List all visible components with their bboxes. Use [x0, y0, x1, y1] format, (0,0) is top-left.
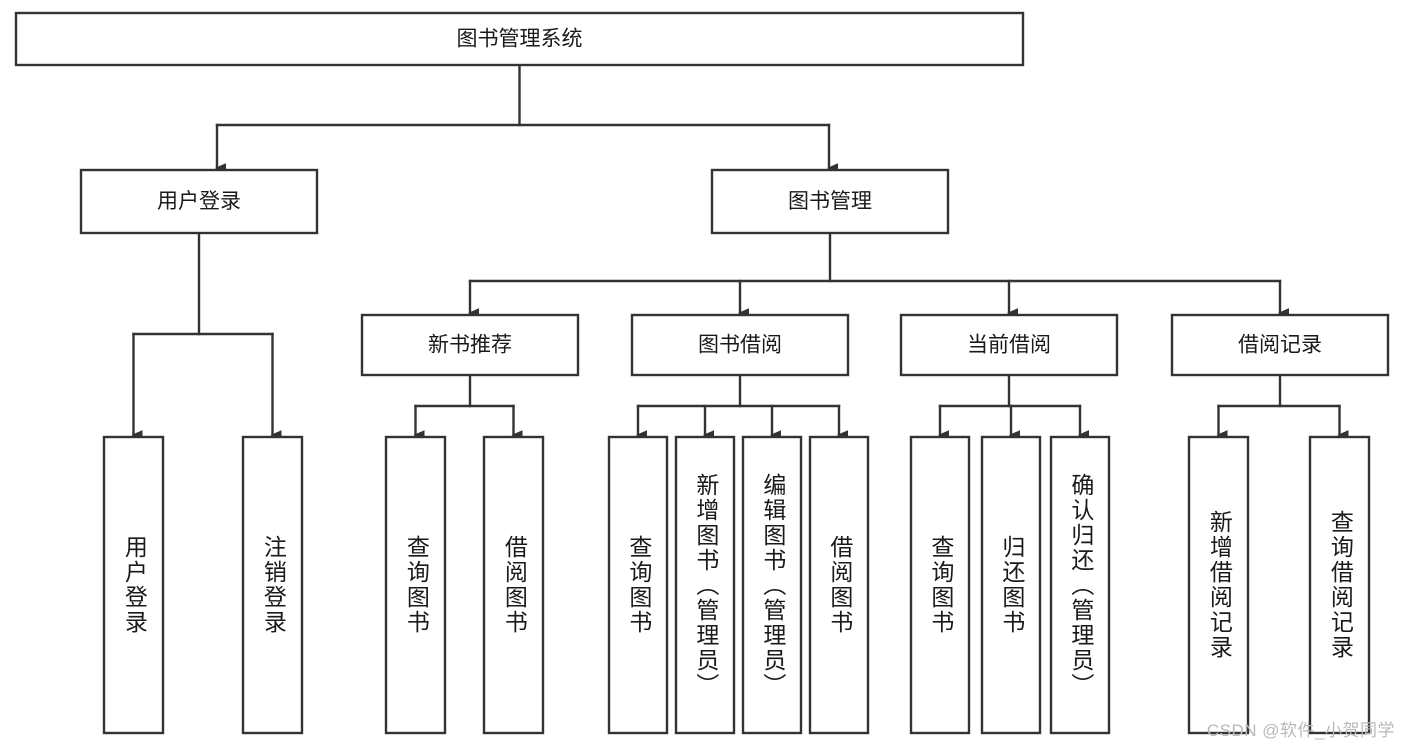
leaf-box-current_borrow-1[interactable]	[909, 435, 971, 735]
leaf-box-new_book_recommend-1[interactable]	[384, 435, 447, 735]
leaf-box-book_borrow-2[interactable]	[674, 435, 736, 735]
node-level2-label-1: 用户登录	[157, 190, 241, 213]
leaf-box-borrow_record-2[interactable]	[1308, 435, 1371, 735]
watermark: CSDN @软件_小贺同学	[1206, 721, 1395, 740]
leaf-box-book_borrow-1[interactable]	[607, 435, 669, 735]
node-level3-4[interactable]	[1170, 313, 1390, 377]
leaf-box-user_login-2[interactable]	[241, 435, 304, 735]
leaf-box-new_book_recommend-2[interactable]	[482, 435, 545, 735]
node-level3-label-1: 新书推荐	[428, 334, 512, 357]
leaf-box-borrow_record-1[interactable]	[1187, 435, 1250, 735]
leaf-box-book_borrow-4[interactable]	[808, 435, 870, 735]
node-root[interactable]	[14, 11, 1025, 67]
node-level2-2[interactable]	[710, 168, 950, 235]
leaf-box-current_borrow-2[interactable]	[980, 435, 1042, 735]
leaf-box-book_borrow-3[interactable]	[741, 435, 803, 735]
node-level3-label-2: 图书借阅	[698, 334, 782, 357]
node-level3-3[interactable]	[899, 313, 1119, 377]
node-level2-1[interactable]	[79, 168, 319, 235]
connectors-layer	[131, 63, 1349, 440]
boxes-layer	[14, 11, 1390, 735]
node-level3-label-4: 借阅记录	[1238, 334, 1322, 357]
node-level3-label-3: 当前借阅	[967, 334, 1051, 357]
node-level2-label-2: 图书管理	[788, 190, 872, 213]
node-level3-2[interactable]	[630, 313, 850, 377]
leaf-box-current_borrow-3[interactable]	[1049, 435, 1111, 735]
node-root-label: 图书管理系统	[457, 28, 583, 51]
leaf-box-user_login-1[interactable]	[102, 435, 165, 735]
node-level3-1[interactable]	[360, 313, 580, 377]
